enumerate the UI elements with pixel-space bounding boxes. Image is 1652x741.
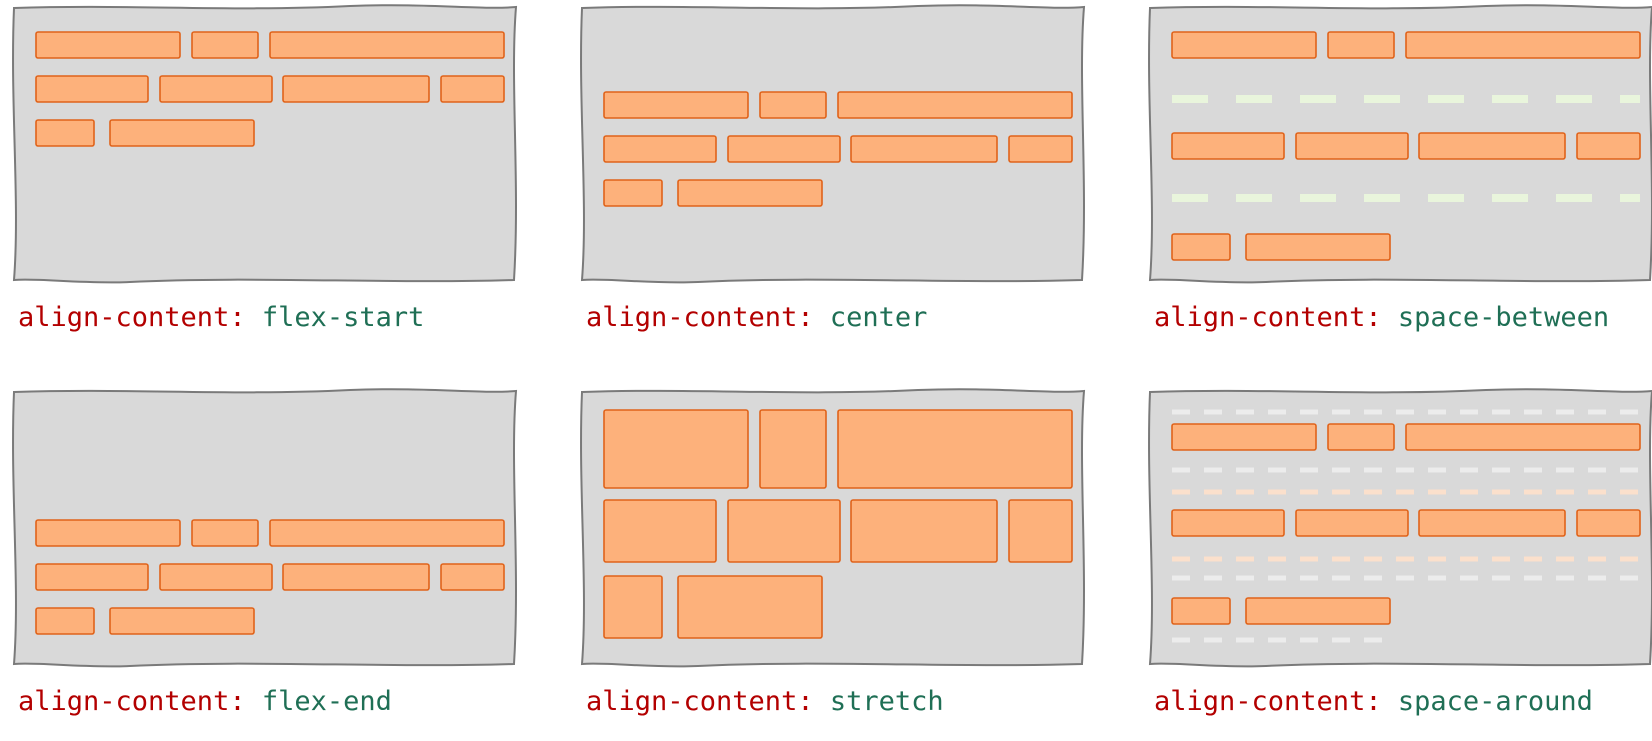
panel-caption: align-content: flex-start: [18, 302, 424, 333]
flex-container-diagram: [1148, 4, 1652, 284]
flex-item: [677, 179, 823, 207]
panel-space-between: align-content: space-between: [1146, 2, 1652, 342]
flex-item: [1576, 132, 1641, 160]
flex-item: [269, 31, 505, 59]
panel-caption: align-content: stretch: [586, 686, 944, 717]
panel-flex-start: align-content: flex-start: [10, 2, 530, 342]
caption-property: align-content:: [586, 686, 814, 717]
flex-item: [35, 519, 181, 547]
caption-value: space-between: [1397, 302, 1610, 333]
flex-item: [35, 75, 149, 103]
caption-property: align-content:: [586, 302, 814, 333]
flex-container: [12, 388, 518, 668]
flex-item: [35, 31, 181, 59]
flex-item: [759, 409, 827, 489]
flex-item: [1327, 31, 1395, 59]
flex-item: [1418, 509, 1566, 537]
flex-item: [603, 409, 749, 489]
flex-container-diagram: [12, 388, 518, 668]
flex-item: [1171, 597, 1231, 625]
caption-value: center: [829, 302, 928, 333]
flex-item: [1171, 423, 1317, 451]
flex-item: [850, 499, 998, 563]
flex-item: [1327, 423, 1395, 451]
flex-item: [191, 519, 259, 547]
caption-value: stretch: [829, 686, 944, 717]
flex-item: [1245, 233, 1391, 261]
flex-item: [440, 563, 505, 591]
flex-item: [1171, 31, 1317, 59]
flex-item: [1245, 597, 1391, 625]
flex-item: [727, 135, 841, 163]
flex-item: [282, 563, 430, 591]
flex-item: [282, 75, 430, 103]
caption-value: flex-start: [261, 302, 425, 333]
flex-item: [1295, 509, 1409, 537]
flex-item: [603, 91, 749, 119]
flex-item: [1008, 499, 1073, 563]
flex-item: [440, 75, 505, 103]
panel-space-around: align-content: space-around: [1146, 386, 1652, 726]
flex-item: [159, 75, 273, 103]
flex-item: [1171, 509, 1285, 537]
flex-item: [1405, 423, 1641, 451]
panel-caption: align-content: space-around: [1154, 686, 1593, 717]
flex-item: [603, 179, 663, 207]
flex-item: [109, 607, 255, 635]
gap-markers: [1172, 95, 1640, 202]
flex-item: [35, 607, 95, 635]
panel-caption: align-content: space-between: [1154, 302, 1609, 333]
caption-property: align-content:: [18, 686, 246, 717]
flex-item: [1576, 509, 1641, 537]
panel-center: align-content: center: [578, 2, 1098, 342]
gap-markers-inner: [1172, 489, 1640, 562]
flex-container-diagram: [580, 4, 1086, 284]
flex-item: [1171, 132, 1285, 160]
flex-item: [35, 563, 149, 591]
flex-item: [677, 575, 823, 639]
flex-item: [35, 119, 95, 147]
flex-item: [837, 91, 1073, 119]
flex-container-diagram: [1148, 388, 1652, 668]
flex-item: [837, 409, 1073, 489]
flex-item: [1405, 31, 1641, 59]
flex-item: [1171, 233, 1231, 261]
flex-item: [159, 563, 273, 591]
flex-item: [1418, 132, 1566, 160]
caption-value: space-around: [1397, 686, 1593, 717]
flex-item: [109, 119, 255, 147]
caption-property: align-content:: [1154, 302, 1382, 333]
flex-item: [603, 575, 663, 639]
flex-item: [1295, 132, 1409, 160]
flex-item: [1008, 135, 1073, 163]
flex-item: [603, 135, 717, 163]
panel-stretch: align-content: stretch: [578, 386, 1098, 726]
flex-container-diagram: [580, 388, 1086, 668]
flex-container: [12, 4, 518, 284]
flex-item: [759, 91, 827, 119]
panel-caption: align-content: center: [586, 302, 927, 333]
caption-value: flex-end: [261, 686, 392, 717]
flex-item: [603, 499, 717, 563]
flex-item: [727, 499, 841, 563]
caption-property: align-content:: [18, 302, 246, 333]
flex-item: [191, 31, 259, 59]
flex-item: [269, 519, 505, 547]
panel-caption: align-content: flex-end: [18, 686, 392, 717]
caption-property: align-content:: [1154, 686, 1382, 717]
flex-item: [850, 135, 998, 163]
gap-markers-outer: [1172, 409, 1640, 643]
flex-container-diagram: [12, 4, 518, 284]
panel-flex-end: align-content: flex-end: [10, 386, 530, 726]
